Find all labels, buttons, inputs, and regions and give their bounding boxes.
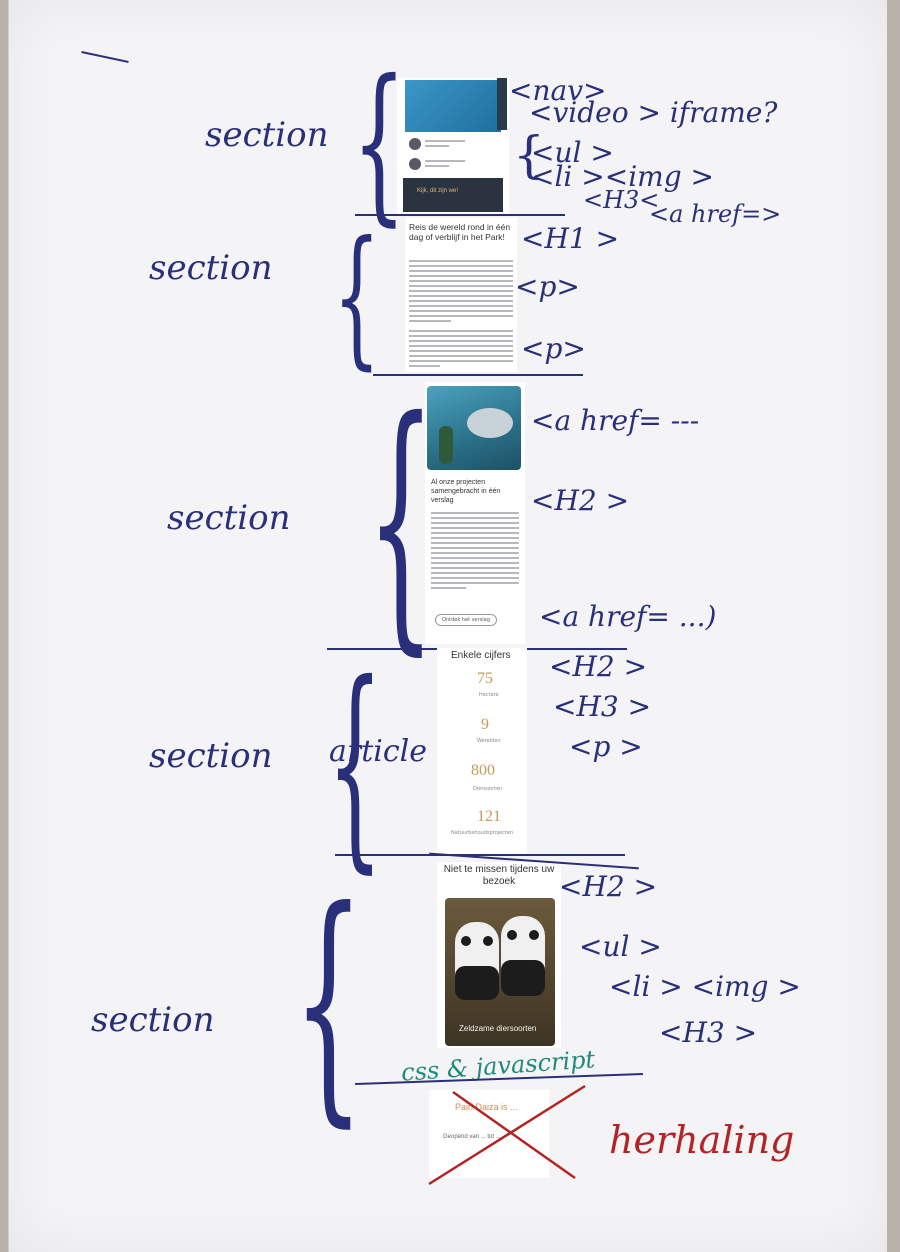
- stat-label-3: Diersoorten: [473, 786, 503, 792]
- annotation-li-img-2: <li > <img >: [609, 970, 801, 1003]
- missen-title: Niet te missen tijdens uw bezoek: [443, 864, 555, 887]
- rule-1: [355, 214, 565, 216]
- print-stats: Enkele cijfers 75 Hectare 9 Werelden 800…: [437, 648, 527, 856]
- annotation-p-1: <p>: [515, 270, 580, 303]
- nav-strip: [497, 78, 507, 130]
- print-header-video: Kijk, dit zijn we!: [397, 78, 509, 214]
- brace-section-2: {: [332, 210, 381, 384]
- paper-sheet: section { Kijk, dit zijn we! <nav> <vide…: [8, 0, 887, 1252]
- footer-title: Pairi Daiza is ...: [455, 1102, 518, 1112]
- annotation-a-href-1: <a href=>: [649, 200, 782, 228]
- annotation-p-2: <p>: [521, 332, 586, 365]
- brace-section-3: {: [366, 363, 436, 678]
- person-figure: [439, 426, 453, 464]
- stat-label-1: Hectare: [479, 692, 499, 698]
- print-footer-crossed: Pairi Daiza is ... Geopend van ... tot .…: [429, 1090, 549, 1178]
- rule-2: [373, 374, 583, 376]
- annotation-h2-3: <H2 >: [559, 870, 658, 903]
- annotation-nav: <nav>: [509, 74, 607, 107]
- annotation-h3-2: <H3 >: [553, 690, 652, 723]
- project-report-button[interactable]: Ontdek het verslag: [435, 614, 497, 626]
- list-avatar-2: [409, 158, 421, 170]
- brace-section-5: {: [292, 857, 365, 1148]
- stat-value-2: 9: [481, 716, 489, 733]
- stat-label-2: Werelden: [477, 738, 501, 744]
- brace-section-4: {: [326, 636, 383, 892]
- annotation-a-href-3: <a href= ...): [539, 600, 717, 633]
- print-intro: Reis de wereld rond in één dag of verbli…: [405, 218, 517, 372]
- footer-text: Geopend van ... tot ...: [443, 1134, 501, 1140]
- panda-card[interactable]: Zeldzame diersoorten: [445, 898, 555, 1046]
- annotation-h2-2: <H2 >: [549, 650, 648, 683]
- stat-value-1: 75: [477, 670, 493, 687]
- hero-title: Reis de wereld rond in één dag of verbli…: [409, 222, 511, 242]
- video-thumbnail: [405, 80, 501, 132]
- stat-value-3: 800: [471, 762, 495, 779]
- annotation-h3-3: <H3 >: [659, 1016, 758, 1049]
- annotation-herhaling: herhaling: [609, 1118, 795, 1162]
- section-label-2: section: [149, 248, 273, 288]
- annotation-video: <video > iframe?: [529, 96, 778, 129]
- stat-label-4: Natuurbehoudsprojecten: [451, 830, 514, 836]
- card-label: Zeldzame diersoorten: [459, 1024, 537, 1033]
- walrus-image[interactable]: [427, 386, 521, 470]
- video-caption-box: Kijk, dit zijn we!: [403, 178, 503, 212]
- print-missen: Niet te missen tijdens uw bezoek Zeldzam…: [437, 862, 561, 1048]
- brace-list: {: [513, 126, 545, 184]
- video-caption: Kijk, dit zijn we!: [417, 188, 459, 194]
- article-label: article: [329, 734, 428, 769]
- annotation-li-img: <li ><img >: [531, 160, 714, 193]
- section-label-1: section: [205, 115, 329, 155]
- list-avatar-1: [409, 138, 421, 150]
- print-projects: Al onze projecten samengebracht in één v…: [425, 382, 525, 644]
- section-label-4: section: [149, 736, 273, 776]
- panda-2: [501, 916, 545, 996]
- stats-title: Enkele cijfers: [451, 650, 511, 661]
- annotation-ul-2: <ul >: [579, 930, 662, 963]
- annotation-h1: <H1 >: [521, 222, 620, 255]
- annotation-h2-1: <H2 >: [531, 484, 630, 517]
- section-label-5: section: [91, 1000, 215, 1040]
- stat-value-4: 121: [477, 808, 501, 825]
- walrus-figure: [467, 408, 513, 438]
- project-title: Al onze projecten samengebracht in één v…: [431, 479, 501, 504]
- annotation-ul: <ul >: [531, 136, 614, 169]
- annotation-h3: <H3<: [583, 186, 660, 214]
- annotation-a-href-2: <a href= ---: [531, 404, 700, 437]
- panda-1: [455, 922, 499, 1000]
- section-label-3: section: [167, 498, 291, 538]
- annotation-p-3: <p >: [569, 730, 643, 763]
- pen-mark: [81, 51, 129, 63]
- rule-4: [335, 854, 625, 856]
